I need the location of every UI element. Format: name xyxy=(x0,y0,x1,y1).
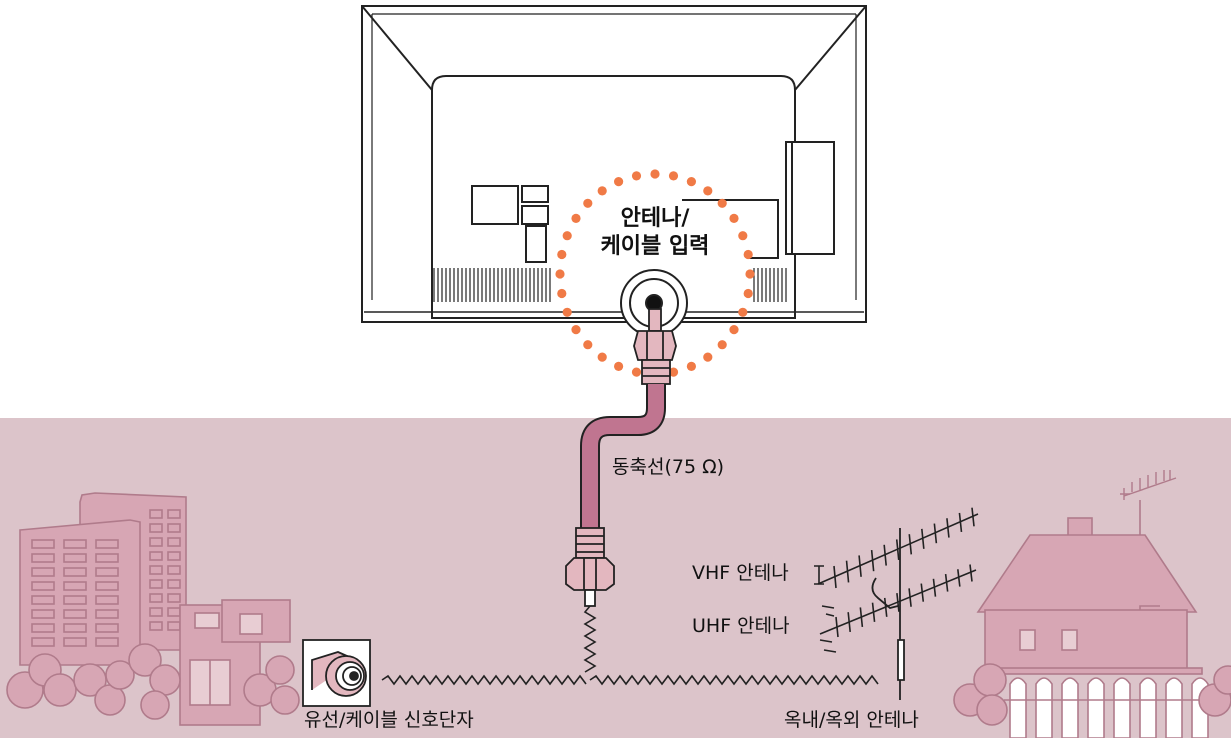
fence-icon xyxy=(1004,677,1216,738)
highlight-dot xyxy=(738,307,748,317)
uhf-antenna-icon xyxy=(819,564,977,653)
vhf-antenna-icon xyxy=(814,507,979,589)
trees-right-icon xyxy=(953,663,1231,726)
antenna-mast-icon xyxy=(871,528,905,700)
highlight-dot xyxy=(631,171,642,181)
highlight-dot xyxy=(717,340,727,350)
highlight-dot xyxy=(562,307,572,317)
coax-connector-bottom xyxy=(565,527,615,607)
highlight-dot xyxy=(571,213,581,223)
highlight-dot xyxy=(583,198,593,208)
vent-right xyxy=(753,268,787,302)
house-right-icon xyxy=(976,500,1203,675)
roof-antenna-icon xyxy=(1120,470,1177,500)
highlight-dot xyxy=(571,325,581,335)
highlight-dot xyxy=(650,169,660,179)
highlight-dot xyxy=(614,177,624,187)
antenna-input-label-line1: 안테나/ xyxy=(620,206,690,231)
wall-jack-icon xyxy=(302,639,371,707)
highlight-dot xyxy=(614,361,624,371)
highlight-dot xyxy=(743,288,753,299)
antenna-input-label-line2: 케이블 입력 xyxy=(600,233,710,259)
highlight-dot xyxy=(743,249,753,260)
vhf-antenna-label: VHF 안테나 xyxy=(692,562,789,584)
highlight-dot xyxy=(703,352,713,362)
highlight-dot xyxy=(555,269,565,279)
highlight-dot xyxy=(557,288,567,299)
highlight-dot xyxy=(729,213,739,223)
highlight-dot xyxy=(631,367,642,377)
highlight-dot xyxy=(703,186,713,196)
outdoor-antenna-label: 옥내/옥외 안테나 xyxy=(784,709,919,731)
highlight-dot xyxy=(717,198,727,208)
highlight-dot xyxy=(686,177,697,187)
coax-connector-top xyxy=(633,308,677,385)
highlight-dot xyxy=(745,269,755,279)
highlight-dot xyxy=(668,171,679,181)
apartment-buildings-icon xyxy=(19,492,187,666)
tv-back-panel xyxy=(361,5,867,323)
wall-jack-label: 유선/케이블 신호단자 xyxy=(304,709,474,731)
highlight-dot xyxy=(686,361,697,371)
antenna-input-label: 안테나/ 케이블 입력 xyxy=(592,205,718,260)
highlight-dot xyxy=(557,249,567,260)
trees-left-icon xyxy=(6,643,300,720)
highlight-dot xyxy=(738,231,748,241)
highlight-dot xyxy=(583,340,593,350)
highlight-dot xyxy=(562,231,572,241)
vent-left xyxy=(433,268,551,302)
highlight-dot xyxy=(729,325,739,335)
highlight-dot xyxy=(668,367,679,377)
highlight-dot xyxy=(597,186,607,196)
uhf-antenna-label: UHF 안테나 xyxy=(692,615,790,637)
house-left-icon xyxy=(179,599,291,726)
highlight-dot xyxy=(597,352,607,362)
signal-lines xyxy=(381,605,879,686)
coax-cable-label: 동축선(75 Ω) xyxy=(612,456,725,478)
antenna-input-highlight xyxy=(555,169,755,379)
